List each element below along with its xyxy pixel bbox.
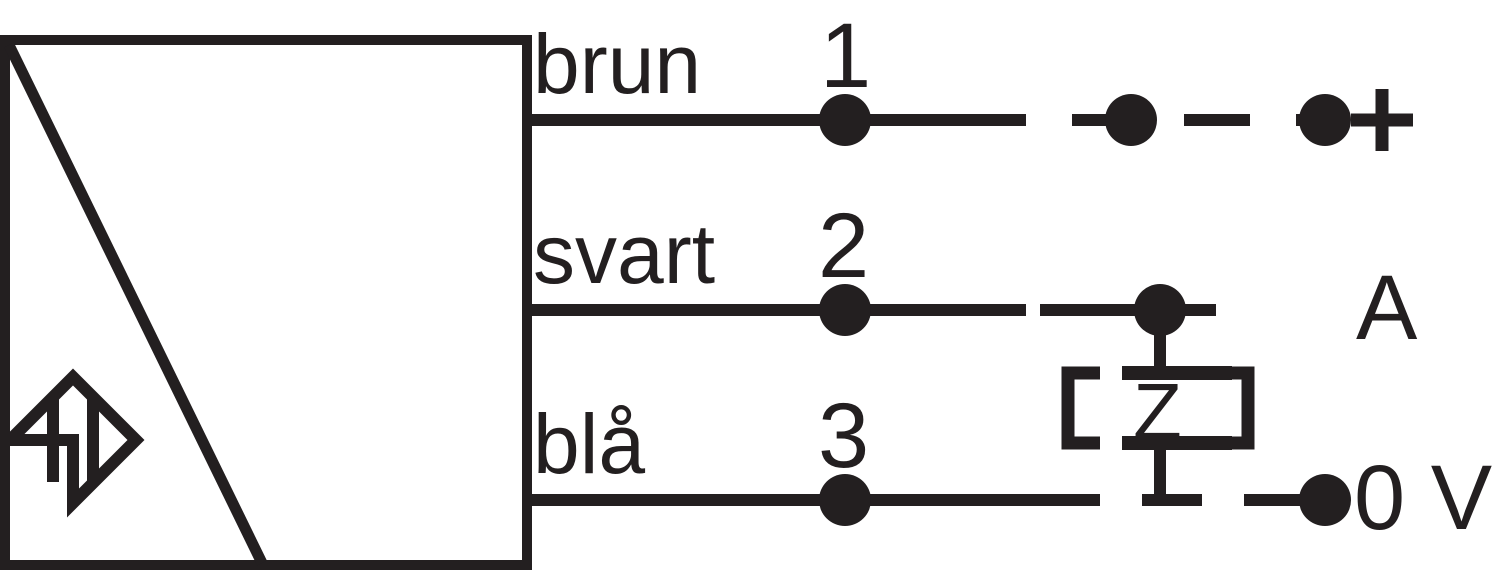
rail-label-a: A — [1356, 257, 1418, 359]
rail-label-0v: 0 V — [1354, 447, 1493, 549]
wire-row-bla — [527, 474, 1351, 526]
sensor-body-diagonal — [4, 42, 267, 566]
sensor-diamond-outline — [0, 368, 145, 518]
wire-row-brun — [527, 94, 1351, 146]
load-bracket-open — [1061, 366, 1100, 450]
sensor-body-outline — [0, 35, 532, 570]
terminal-dot-3 — [819, 474, 871, 526]
proximity-sensor-symbol — [0, 368, 145, 518]
wire-label-brun: brun — [533, 17, 702, 111]
wire-row-svart — [527, 284, 1216, 336]
plus-sign-icon — [1351, 89, 1413, 151]
wire-label-svart: svart — [533, 207, 716, 301]
sensor-body-group — [0, 35, 532, 570]
terminal-dot-1 — [819, 94, 871, 146]
load-bracket-close — [1216, 366, 1255, 450]
terminal-dot-2 — [819, 284, 871, 336]
terminal-number-2: 2 — [818, 195, 870, 297]
load-impedance-symbol — [1061, 310, 1255, 500]
supply-dot-plus — [1299, 94, 1351, 146]
terminal-number-1: 1 — [820, 5, 872, 107]
junction-dot-brun-mid — [1105, 94, 1157, 146]
terminal-number-3: 3 — [818, 385, 870, 487]
supply-dot-0v — [1299, 474, 1351, 526]
wire-label-bla: blå — [533, 397, 646, 491]
load-label-z: Z — [1133, 367, 1182, 456]
